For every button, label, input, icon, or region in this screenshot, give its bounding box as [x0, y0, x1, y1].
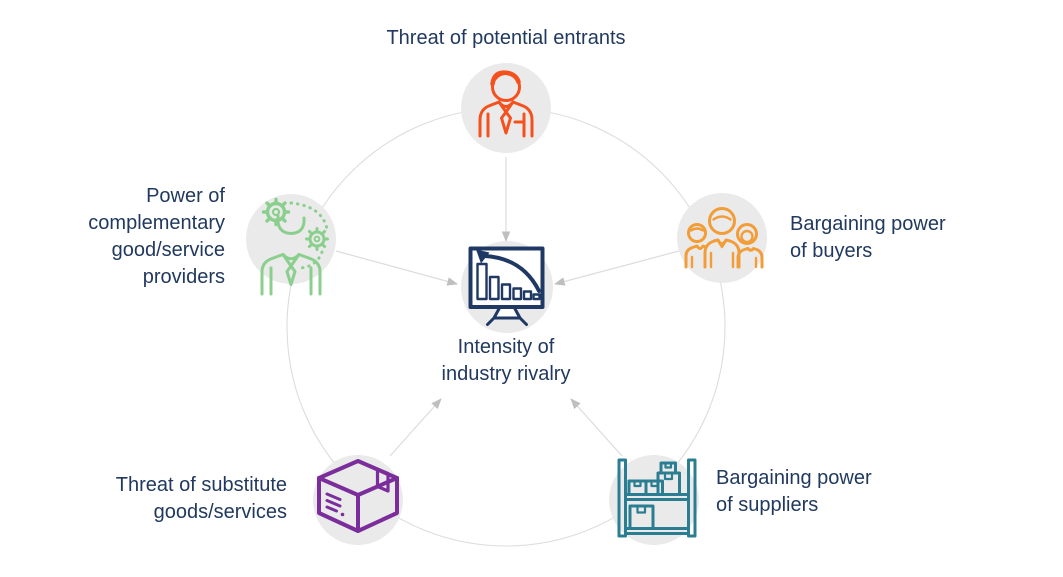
label-intensity-of-industry-rivalry: Intensity of industry rivalry: [376, 334, 636, 388]
label-line: good/service: [111, 239, 225, 261]
center-arrows: [335, 157, 680, 457]
arrow-from-bottom-right: [570, 398, 623, 457]
label-line: of suppliers: [716, 494, 819, 516]
label-line: Threat of potential entrants: [386, 27, 626, 49]
package-box-icon: [317, 459, 399, 533]
label-bargaining-power-of-suppliers: Bargaining power of suppliers: [716, 465, 946, 519]
label-line: Intensity of: [457, 336, 555, 358]
label-line: complementary: [88, 212, 225, 234]
arrow-from-bottom-left: [389, 398, 442, 457]
label-line: Bargaining power: [790, 213, 946, 235]
declining-bar-chart-board-icon: [468, 246, 545, 326]
label-line: Bargaining power: [716, 467, 872, 489]
supplier-shelf-icon: [617, 458, 697, 538]
buyers-group-icon: [684, 207, 764, 269]
person-gears-icon: [260, 197, 329, 296]
label-power-of-complementary-providers: Power of complementary good/service prov…: [15, 183, 225, 291]
label-line: providers: [142, 266, 225, 288]
node-circle-right: [677, 193, 767, 283]
arrow-from-right: [553, 250, 680, 286]
label-line: Power of: [146, 185, 225, 207]
label-line: Threat of substitute: [115, 474, 287, 496]
label-bargaining-power-of-buyers: Bargaining power of buyers: [790, 211, 1020, 265]
label-line: of buyers: [790, 240, 873, 262]
label-line: industry rivalry: [441, 363, 571, 385]
businessman-icon: [478, 70, 534, 138]
label-threat-of-substitutes: Threat of substitute goods/services: [27, 472, 287, 526]
arrow-from-left: [335, 250, 459, 286]
label-line: goods/services: [153, 501, 287, 523]
label-threat-of-potential-entrants: Threat of potential entrants: [306, 25, 706, 52]
